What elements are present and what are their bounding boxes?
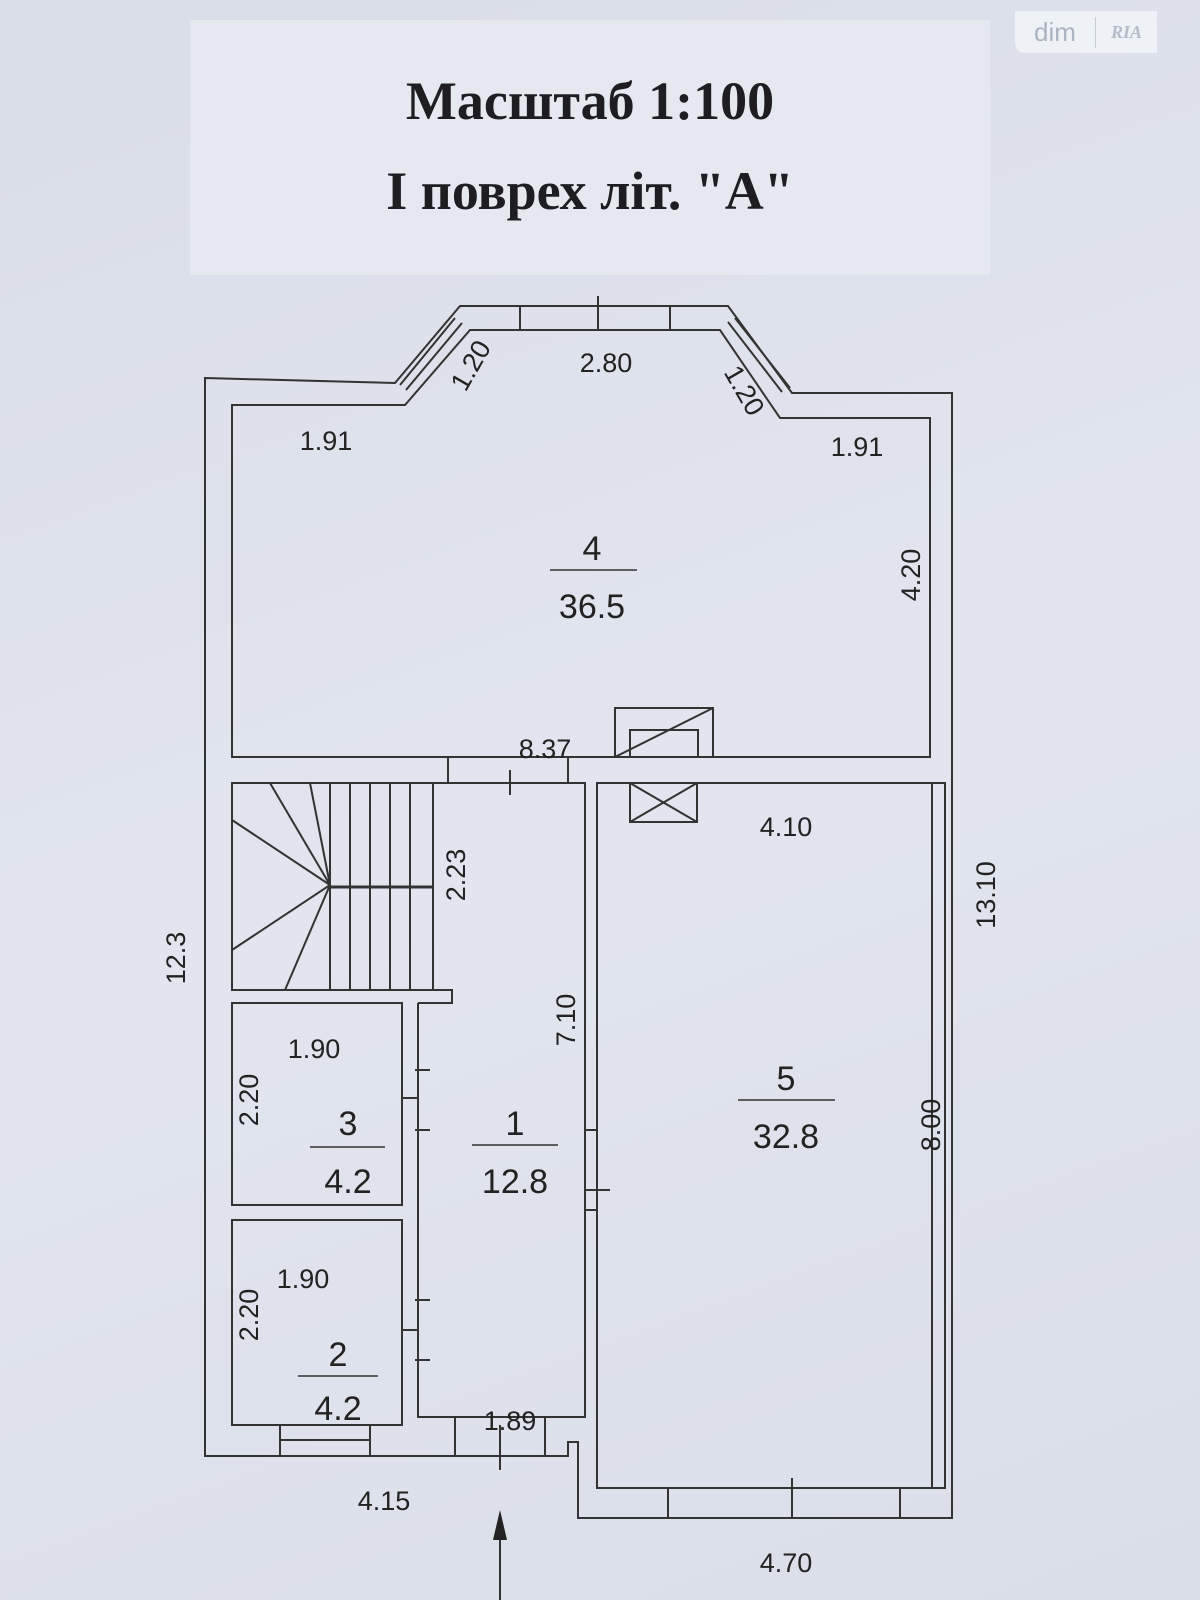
room-1-outline: [417, 782, 586, 1418]
dim-outer-left: 12.3: [161, 932, 191, 985]
room-5-number: 5: [777, 1060, 796, 1098]
dim-stairs-height: 2.23: [441, 849, 471, 902]
room-4-outline: [231, 329, 931, 758]
room-2-number: 2: [329, 1336, 348, 1374]
room-2-area: 4.2: [314, 1390, 361, 1428]
dim-room3-width: 1.90: [288, 1034, 341, 1064]
dim-room4-width: 8.37: [519, 734, 572, 764]
dim-bottom-left: 4.15: [358, 1486, 411, 1516]
room-4-number: 4: [583, 530, 602, 568]
dim-top-left: 1.91: [300, 426, 353, 456]
dim-room2-width: 1.90: [277, 1264, 330, 1294]
room-3-number: 3: [339, 1105, 358, 1143]
dim-room4-height: 4.20: [896, 549, 926, 602]
watermark-dim: dim: [1015, 16, 1096, 48]
room-5-area: 32.8: [753, 1118, 819, 1156]
dim-room5-height: 8.00: [916, 1099, 946, 1152]
room-1-number: 1: [506, 1105, 525, 1143]
room-3-outline: [231, 1002, 403, 1206]
dim-room5-width: 4.10: [760, 812, 813, 842]
dim-top-right: 1.91: [831, 432, 884, 462]
dim-bay-center: 2.80: [580, 348, 633, 378]
dim-room1-height: 7.10: [551, 994, 581, 1047]
title-box: [190, 20, 990, 275]
room-4-area: 36.5: [559, 588, 625, 626]
room-5-outline: [596, 782, 946, 1489]
dim-room3-height: 2.20: [234, 1074, 264, 1127]
dim-bay-left: 1.20: [445, 335, 497, 396]
floor-title: І поврех літ. "А": [386, 161, 794, 221]
dim-bottom-right: 4.70: [760, 1548, 813, 1578]
entrance-arrow-head: [493, 1510, 507, 1540]
dim-room2-height: 2.20: [234, 1289, 264, 1342]
room-1-area: 12.8: [482, 1163, 548, 1201]
outer-wall: [204, 305, 953, 1519]
room-3-area: 4.2: [324, 1163, 371, 1201]
dim-outer-right: 13.10: [971, 861, 1001, 929]
watermark-logo: dim RIA: [1015, 11, 1157, 53]
watermark-ria: RIA: [1110, 21, 1143, 42]
dim-room1-width: 1.89: [484, 1406, 537, 1436]
scale-title: Масштаб 1:100: [405, 71, 775, 131]
room-2-outline: [231, 1219, 403, 1426]
dim-bay-right: 1.20: [718, 360, 770, 421]
